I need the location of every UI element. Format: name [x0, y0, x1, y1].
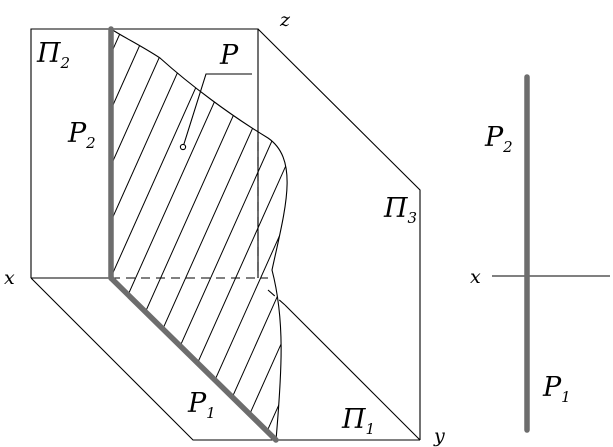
plane-p-leader: [182, 73, 252, 148]
frontal-plane-outline: [30, 28, 259, 278]
plane-pi3-label: Π3: [383, 193, 417, 227]
trace-p2-label: P2: [67, 118, 96, 152]
plane-p-leader-dot: [179, 143, 187, 151]
plane-pi2-label: Π2: [36, 38, 70, 72]
axis-y-label: y: [433, 425, 445, 447]
trace-p1-label: P1: [187, 388, 216, 422]
plane-pi1-label: Π1: [341, 404, 375, 438]
profile-plane-outline: [257, 28, 421, 440]
y-axis-line: [284, 304, 421, 441]
epure-view: x P2 P1: [470, 74, 610, 433]
epure-trace-p2-label: P2: [484, 122, 513, 156]
epure-trace-p1-label: P1: [542, 372, 571, 406]
hidden-y-axis: [267, 289, 286, 306]
plane-p-label: P: [219, 40, 239, 71]
trace-p1-line: [108, 275, 279, 443]
axis-z-label: z: [279, 9, 291, 31]
epure-axis-x-label: x: [470, 266, 481, 288]
horizontal-plane-outline: [30, 277, 420, 441]
plane-p-edge: [110, 28, 288, 441]
axis-x-label: x: [4, 267, 15, 289]
